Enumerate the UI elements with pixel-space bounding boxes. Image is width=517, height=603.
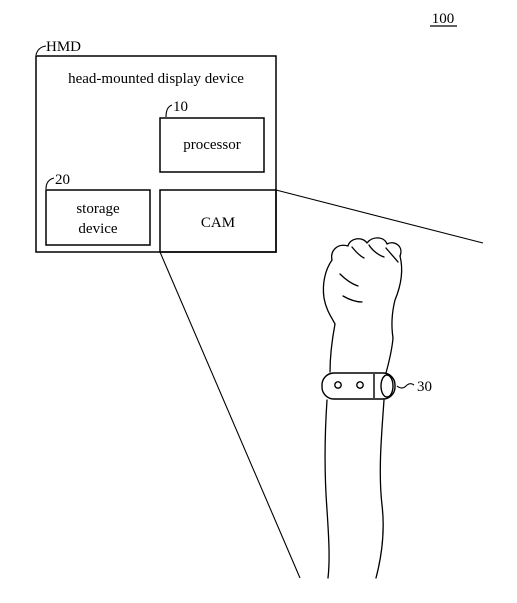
storage-box xyxy=(45,189,151,246)
hmd-title: head-mounted display device xyxy=(68,71,244,87)
hmd-leader xyxy=(35,45,47,56)
camera-box xyxy=(159,189,277,253)
processor-box xyxy=(159,117,265,173)
hmd-box xyxy=(35,55,277,253)
figure-number: 100 xyxy=(432,11,455,27)
wristband-leader xyxy=(396,383,415,389)
fov-line-lower xyxy=(159,251,301,579)
storage-leader xyxy=(45,177,55,190)
processor-ref: 10 xyxy=(173,99,188,115)
storage-ref: 20 xyxy=(55,172,70,188)
storage-label-line2: device xyxy=(78,221,117,237)
processor-leader xyxy=(165,104,173,118)
camera-label: CAM xyxy=(201,215,235,231)
storage-label-line1: storage xyxy=(76,201,120,217)
wristband xyxy=(321,372,396,400)
fov-line-upper xyxy=(275,189,484,244)
wristband-ref: 30 xyxy=(417,379,432,395)
processor-label: processor xyxy=(183,137,240,153)
hmd-tag: HMD xyxy=(46,39,81,55)
hand-illustration xyxy=(322,237,403,579)
